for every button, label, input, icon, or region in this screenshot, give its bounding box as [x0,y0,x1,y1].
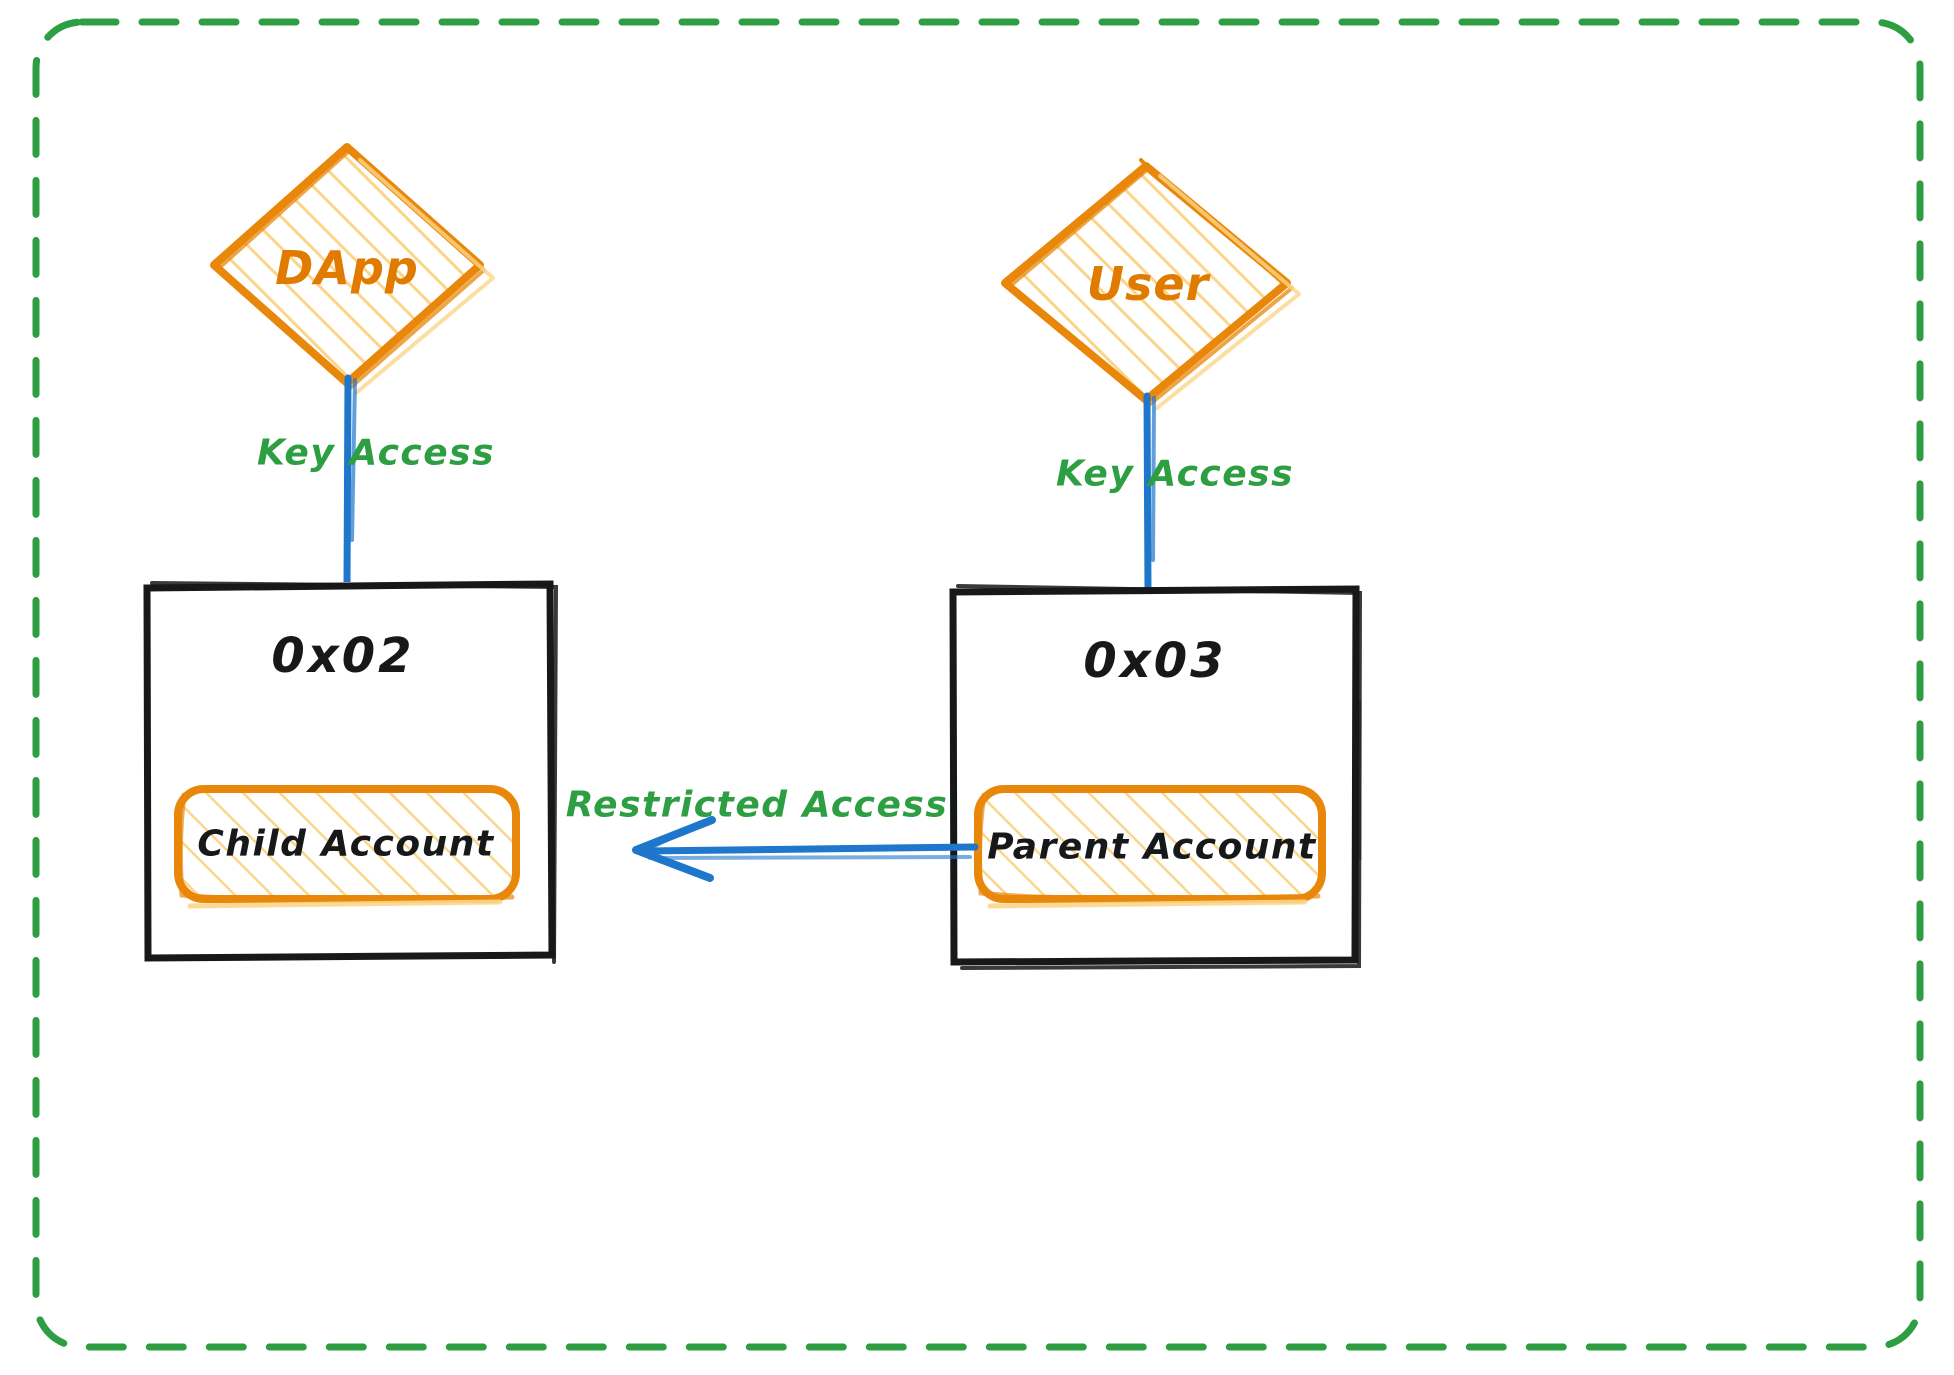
user-label: User [1086,257,1210,311]
child-account-label: Child Account [197,823,495,865]
dapp-diamond-sketch-ghost [354,158,495,395]
edge-restricted-line-main [641,843,979,855]
parent-account-sketch-outline [977,792,1321,901]
user-diamond-sketch-ghost [1155,174,1301,410]
edge-dapp-line-sketch [350,378,357,542]
edge-label-key-access-user: Key Access [1055,453,1295,495]
box-0x03-sketch-outline [956,584,1363,970]
edge-user-line-main [1143,392,1152,596]
edge-restricted-line-sketch [648,855,972,860]
dapp-label: DApp [275,241,419,295]
outer-dashed-frame [32,18,1924,1351]
box-0x02-sketch-outline [150,581,559,964]
edge-user-line-sketch [1151,396,1156,562]
child-account-fill [178,789,516,899]
edge-dapp-line-main [343,374,352,589]
child-account-sketch-outline [177,792,515,903]
edge-restricted-arrowhead-sketch [638,822,704,875]
parent-account-label: Parent Account [987,826,1317,868]
box-0x03-title: 0x03 [1083,633,1227,689]
edge-label-key-access-dapp: Key Access [256,432,496,474]
edge-user-to-parent [1143,392,1156,596]
child-account-node[interactable] [174,785,520,909]
edge-dapp-to-child [343,374,357,589]
dapp-node[interactable] [210,143,495,395]
child-account-ghost-underline [187,899,503,909]
parent-account-ghost-underline [987,899,1308,909]
edge-parent-to-child [632,816,979,882]
parent-account-fill [978,789,1322,899]
edge-label-restricted-access: Restricted Access [565,784,949,826]
parent-account-node[interactable] [974,785,1326,909]
user-diamond-corner-tick [1139,158,1154,174]
box-0x02-title: 0x02 [271,628,415,684]
